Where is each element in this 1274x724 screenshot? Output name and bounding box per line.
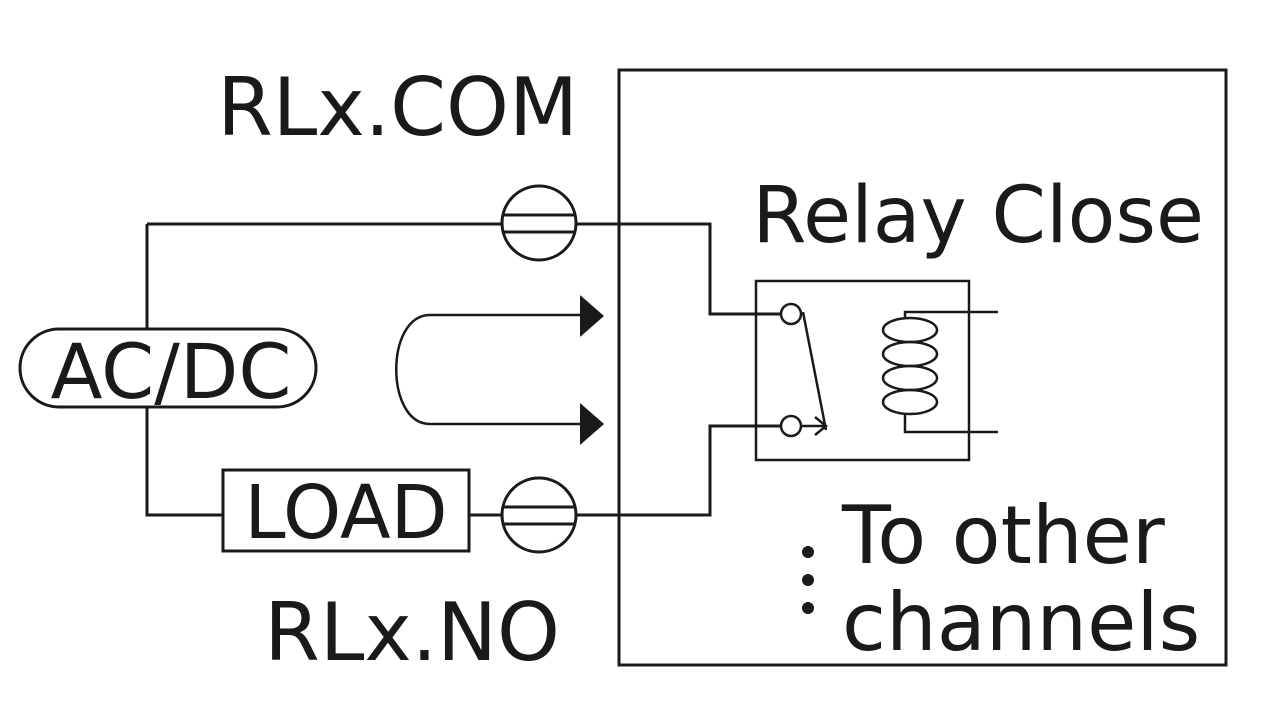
relay-box xyxy=(754,279,971,462)
source-capsule xyxy=(18,327,318,409)
other-channels-line1: To other xyxy=(841,489,1165,582)
com-wire xyxy=(147,222,780,316)
load-label: LOAD xyxy=(244,470,447,556)
com-screw-terminal xyxy=(500,184,578,262)
load-box xyxy=(221,468,471,553)
relay-armature xyxy=(801,311,828,431)
continuation-dot-2 xyxy=(802,574,814,586)
com-terminal-label: RLx.COM xyxy=(217,61,578,154)
no-wire xyxy=(469,424,780,517)
no-terminal-label: RLx.NO xyxy=(264,586,560,679)
source-to-load-wire xyxy=(145,405,223,517)
other-channels-line2: channels xyxy=(842,576,1200,669)
no-screw-terminal xyxy=(500,476,578,554)
continuation-dot-3 xyxy=(802,602,814,614)
source-label: AC/DC xyxy=(51,327,292,416)
current-flow-loop xyxy=(395,313,585,426)
flow-arrowhead-bottom xyxy=(580,403,604,445)
relay-coil xyxy=(881,310,998,434)
continuation-dot-1 xyxy=(802,546,814,558)
relay-no-contact xyxy=(779,414,803,438)
relay-com-contact xyxy=(779,302,803,326)
relay-state-label: Relay Close xyxy=(752,171,1204,261)
flow-arrowhead-top xyxy=(580,295,604,337)
module-box xyxy=(617,68,1228,667)
relay-contact-arrowhead xyxy=(814,416,828,436)
